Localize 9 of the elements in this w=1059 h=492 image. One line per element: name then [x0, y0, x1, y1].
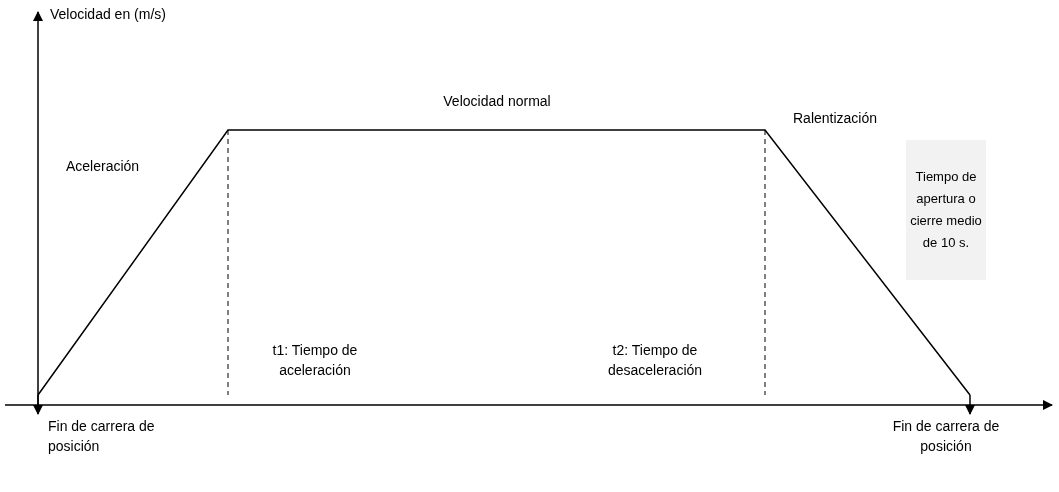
- segment-label: Velocidad normal: [443, 93, 551, 109]
- axis-label: Velocidad en (m/s): [50, 6, 166, 22]
- interval-label: t1: Tiempo de aceleración: [272, 342, 358, 378]
- endpoint-label: Fin de carrera de posición: [892, 418, 1000, 454]
- endpoint-label: Fin de carrera de posición: [48, 418, 155, 454]
- segment-label: Ralentización: [793, 110, 878, 126]
- segment-label: Aceleración: [66, 158, 140, 174]
- interval-label: t2: Tiempo de desaceleración: [607, 342, 703, 378]
- note-text: Tiempo de apertura o cierre medio de 10 s.: [910, 168, 982, 252]
